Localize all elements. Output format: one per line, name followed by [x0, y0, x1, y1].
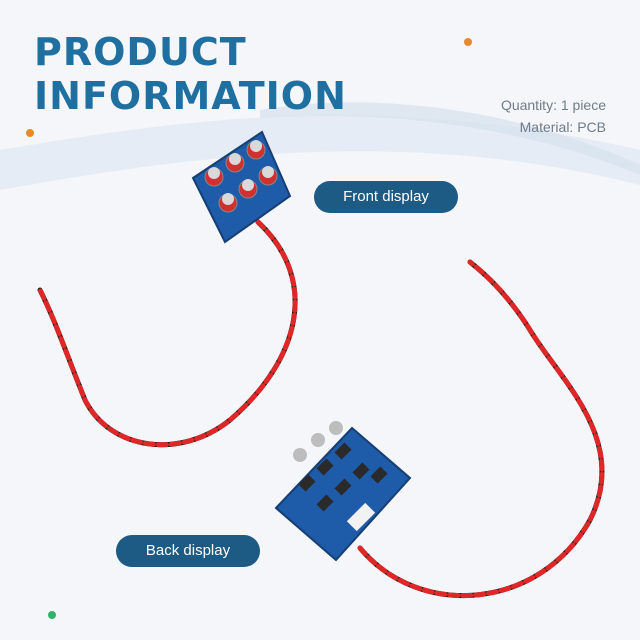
material-text: Material: PCB: [519, 119, 606, 135]
front-display-label: Front display: [314, 181, 458, 213]
page-title: PRODUCT INFORMATION: [34, 30, 347, 118]
back-board: [274, 421, 412, 562]
title-line-1: PRODUCT: [34, 30, 247, 74]
orange-dot-top: [464, 38, 472, 46]
back-wire: [357, 259, 605, 599]
front-wire: [37, 219, 298, 448]
orange-dot-left: [26, 129, 34, 137]
quantity-text: Quantity: 1 piece: [500, 97, 606, 113]
product-info: Quantity: 1 piece Material: PCB: [501, 94, 606, 138]
green-dot-bottom: [48, 611, 56, 619]
back-display-label: Back display: [116, 535, 260, 567]
title-line-2: INFORMATION: [34, 74, 347, 118]
front-board: [191, 130, 292, 244]
